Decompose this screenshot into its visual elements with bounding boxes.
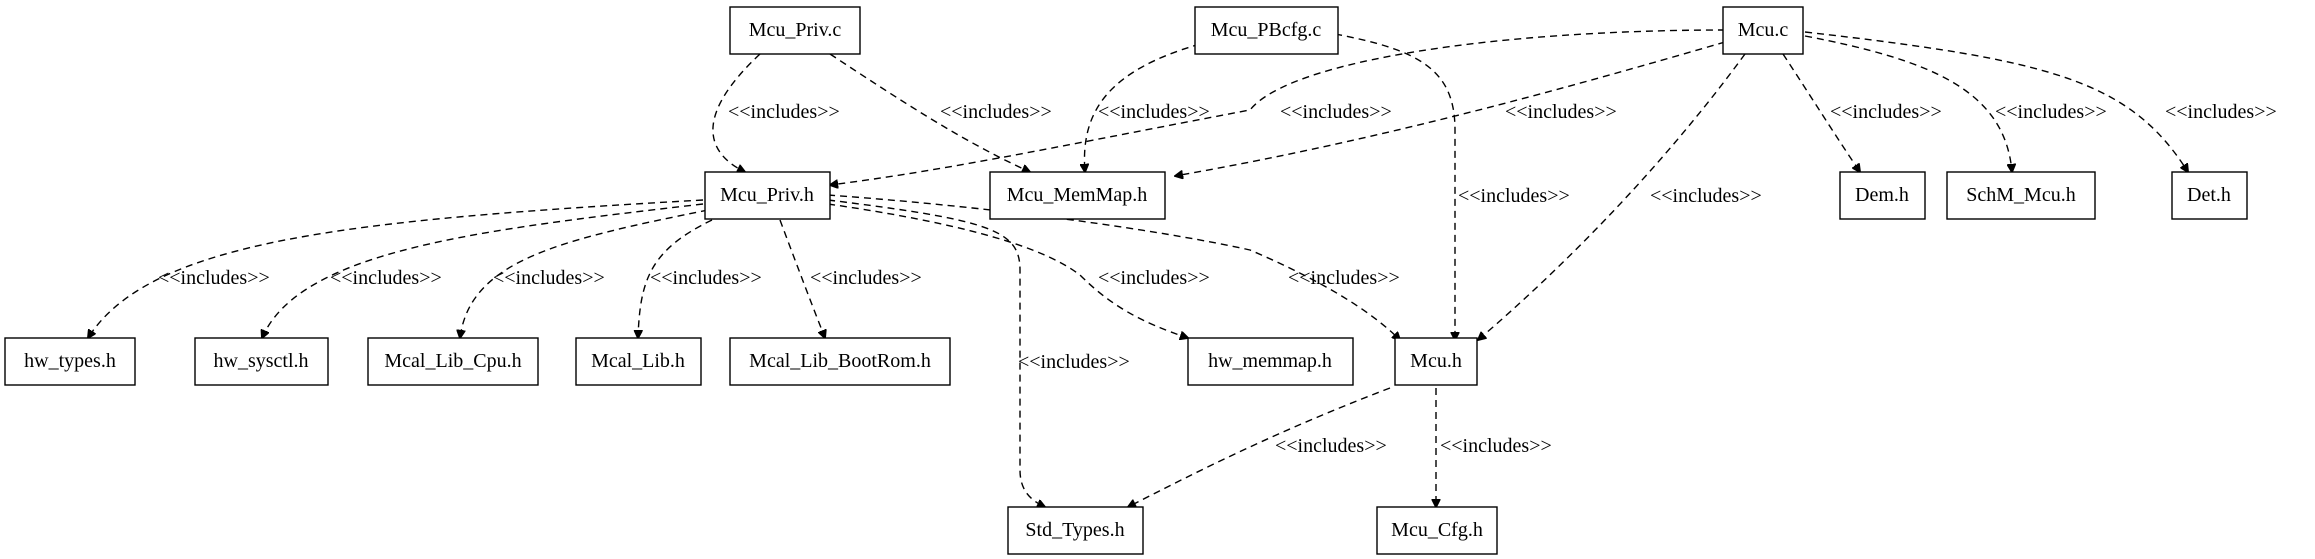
node-mcu-h[interactable]: Mcu.h	[1394, 337, 1478, 386]
edge-label: <<includes>>	[810, 267, 922, 289]
edge-mcu-priv-h-to-mcu-h: <<includes>>	[827, 194, 1400, 340]
edge-mcu-priv-h-to-hw-sysctl-h: <<includes>>	[262, 203, 704, 338]
node-label: hw_sysctl.h	[214, 350, 309, 372]
node-label: Mcu_MemMap.h	[1007, 184, 1148, 206]
node-det-h[interactable]: Det.h	[2171, 171, 2248, 220]
edge-mcu-c-to-mcu-h: <<includes>>	[1478, 53, 1762, 340]
edge-label: <<includes>>	[330, 267, 442, 289]
edge-mcu-priv-h-to-hw-types-h: <<includes>>	[88, 199, 704, 338]
edge-label: <<includes>>	[1098, 101, 1210, 123]
node-label: Det.h	[2187, 184, 2231, 206]
node-std-types-h[interactable]: Std_Types.h	[1007, 506, 1144, 555]
edge-label: <<includes>>	[493, 267, 605, 289]
edge-label: <<includes>>	[728, 101, 840, 123]
edge-label: <<includes>>	[1018, 351, 1130, 373]
edge-label: <<includes>>	[1650, 185, 1762, 207]
edge-mcu-priv-c-to-mcu-priv-h: <<includes>>	[712, 53, 840, 172]
edge-mcu-pbcfg-c-to-mcu-memmap-h: <<includes>>	[1084, 43, 1210, 172]
nodes-layer: Mcu_Priv.c Mcu_PBcfg.c Mcu.c Mcu_Priv.h …	[4, 6, 2248, 555]
node-hw-sysctl-h[interactable]: hw_sysctl.h	[194, 337, 329, 386]
node-mcu-priv-h[interactable]: Mcu_Priv.h	[704, 171, 831, 220]
node-mcu-cfg-h[interactable]: Mcu_Cfg.h	[1376, 506, 1498, 555]
edge-mcu-priv-c-to-mcu-memmap-h: <<includes>>	[829, 53, 1052, 172]
node-label: Mcu_Cfg.h	[1391, 519, 1483, 541]
edge-mcu-c-to-det-h: <<includes>>	[1804, 31, 2277, 172]
node-label: Dem.h	[1855, 184, 1909, 206]
edge-mcu-priv-h-to-mcal-lib-cpu-h: <<includes>>	[460, 209, 709, 338]
edges-layer: <<includes>> <<includes>> <<includes>> <…	[88, 29, 2277, 507]
edge-label: <<includes>>	[1098, 267, 1210, 289]
edge-label: <<includes>>	[158, 267, 270, 289]
edge-mcu-priv-h-to-mcal-lib-bootrom-h: <<includes>>	[779, 219, 922, 338]
edge-label: <<includes>>	[1280, 101, 1392, 123]
node-label: Mcal_Lib_Cpu.h	[384, 350, 521, 372]
node-label: SchM_Mcu.h	[1966, 184, 2075, 206]
edge-mcu-priv-h-to-mcal-lib-h: <<includes>>	[638, 219, 762, 338]
node-label: hw_memmap.h	[1208, 350, 1332, 372]
node-label: Mcu_Priv.h	[720, 184, 814, 206]
edge-label: <<includes>>	[1505, 101, 1617, 123]
node-label: Mcu.h	[1410, 350, 1462, 372]
node-label: Mcal_Lib_BootRom.h	[749, 350, 931, 372]
edge-label: <<includes>>	[1830, 101, 1942, 123]
node-hw-memmap-h[interactable]: hw_memmap.h	[1187, 337, 1354, 386]
node-mcu-memmap-h[interactable]: Mcu_MemMap.h	[989, 171, 1166, 220]
node-mcal-lib-cpu-h[interactable]: Mcal_Lib_Cpu.h	[367, 337, 539, 386]
node-schm-mcu-h[interactable]: SchM_Mcu.h	[1946, 171, 2096, 220]
node-label: Mcu.c	[1738, 19, 1789, 41]
node-label: Mcu_Priv.c	[749, 19, 842, 41]
edge-mcu-c-to-schm-mcu-h: <<includes>>	[1804, 35, 2107, 172]
edge-mcu-c-to-dem-h: <<includes>>	[1782, 53, 1942, 172]
edge-mcu-pbcfg-c-to-mcu-h: <<includes>>	[1334, 33, 1570, 340]
node-mcu-c[interactable]: Mcu.c	[1722, 6, 1804, 55]
edge-label: <<includes>>	[650, 267, 762, 289]
edge-mcu-c-to-mcu-memmap-h: <<includes>>	[1175, 41, 1726, 176]
node-label: Mcu_PBcfg.c	[1211, 19, 1322, 41]
edge-mcu-priv-h-to-hw-memmap-h: <<includes>>	[827, 203, 1210, 338]
node-hw-types-h[interactable]: hw_types.h	[4, 337, 136, 386]
edge-label: <<includes>>	[2165, 101, 2277, 123]
edge-label: <<includes>>	[1440, 435, 1552, 457]
edge-mcu-h-to-mcu-cfg-h: <<includes>>	[1436, 388, 1552, 507]
node-mcu-pbcfg-c[interactable]: Mcu_PBcfg.c	[1194, 6, 1339, 55]
edge-label: <<includes>>	[940, 101, 1052, 123]
edge-label: <<includes>>	[1995, 101, 2107, 123]
edge-mcu-priv-h-to-std-types-h: <<includes>>	[827, 199, 1130, 507]
node-mcal-lib-h[interactable]: Mcal_Lib.h	[575, 337, 702, 386]
node-mcu-priv-c[interactable]: Mcu_Priv.c	[729, 6, 861, 55]
node-label: Mcal_Lib.h	[591, 350, 685, 372]
edge-label: <<includes>>	[1275, 435, 1387, 457]
edge-mcu-h-to-std-types-h: <<includes>>	[1128, 387, 1391, 507]
node-dem-h[interactable]: Dem.h	[1839, 171, 1926, 220]
edge-label: <<includes>>	[1458, 185, 1570, 207]
node-label: Std_Types.h	[1025, 519, 1124, 541]
edge-mcu-c-to-mcu-priv-h: <<includes>>	[830, 29, 1726, 185]
edge-label: <<includes>>	[1288, 267, 1400, 289]
node-mcal-lib-bootrom-h[interactable]: Mcal_Lib_BootRom.h	[729, 337, 951, 386]
node-label: hw_types.h	[24, 350, 116, 372]
